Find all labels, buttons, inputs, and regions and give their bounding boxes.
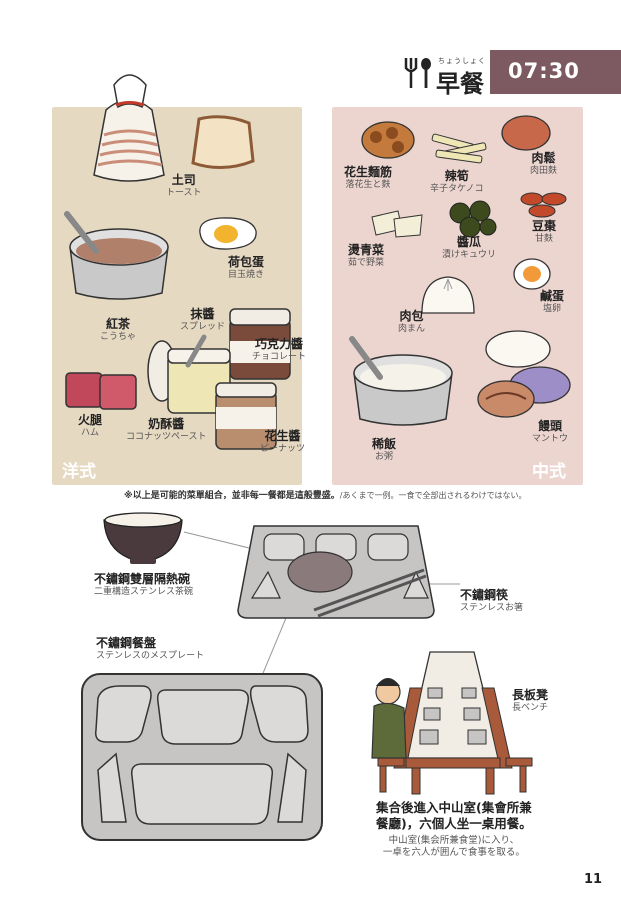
item-mantou: 饅頭 マントウ: [532, 419, 569, 444]
item-sweet-gluten: 豆棗 甘麩: [532, 219, 557, 244]
item-black-tea: 紅茶 こうちゃ: [100, 317, 137, 342]
toast-illustration: [191, 115, 255, 169]
large-tray-illustration: [81, 673, 323, 841]
label-steel-chopsticks: 不鏽鋼筷 ステンレスお箸: [460, 588, 524, 613]
meat-floss-illustration: [501, 115, 551, 151]
label-long-bench: 長板凳 長ベンチ: [512, 688, 549, 713]
header-title: 早餐: [436, 70, 484, 98]
item-peanut: 花生醬 ピーナッツ: [260, 429, 306, 454]
spicy-bamboo-illustration: [431, 133, 487, 164]
bread-loaf-illustration: [93, 74, 165, 182]
item-toast: 土司 トースト: [166, 173, 202, 198]
congee-pot-illustration: [349, 336, 453, 426]
menu-note-zh: ※以上是可能的菜單組合，並非每一餐都是這般豐盛。: [124, 491, 340, 501]
sweet-gluten-illustration: [520, 192, 567, 218]
peanut-jar-illustration: [215, 382, 277, 450]
time-bar: 07:30: [490, 50, 621, 94]
western-label: 洋式: [62, 462, 96, 482]
item-blanched-greens: 燙青菜 茹で野菜: [348, 243, 385, 268]
chinese-label: 中式: [532, 462, 566, 482]
fried-egg-illustration: [199, 217, 257, 250]
western-panel: 土司 トースト 荷包蛋 目玉焼き 紅茶 こうちゃ 抹醬 スプレッド 巧克力醬 チ…: [52, 74, 306, 485]
item-spicy-bamboo: 辣筍 辛子タケノコ: [430, 169, 484, 194]
item-fried-egg: 荷包蛋 目玉焼き: [228, 255, 265, 280]
item-chocolate: 巧克力醬 チョコレート: [252, 337, 307, 362]
item-coconut: 奶酥醬 ココナッツペースト: [126, 417, 207, 442]
fork-icon: [404, 56, 418, 92]
label-steel-tray: 不鏽鋼餐盤 ステンレスのメスプレート: [96, 636, 205, 661]
chocolate-jar-illustration: [229, 308, 291, 380]
dining-caption: 集合後進入中山室(集會所兼 餐廳)，六個人坐一桌用餐。 中山室(集会所兼食堂)に…: [376, 800, 532, 859]
chinese-panel: 肉鬆 肉田麩 花生麵筋 落花生と麩 辣筍 辛子タケノコ 豆棗 甘麩 燙青菜 茹で…: [332, 107, 583, 485]
tea-pot-illustration: [64, 211, 169, 300]
meat-bun-illustration: [421, 276, 475, 314]
item-ham: 火腿 ハム: [78, 413, 103, 438]
steel-bowl-illustration: [103, 512, 183, 564]
item-spread: 抹醬 スプレッド: [180, 307, 226, 332]
item-salted-egg: 鹹蛋 塩卵: [540, 289, 565, 314]
header-ruby: ちょうしょく: [438, 57, 486, 65]
label-steel-bowl: 不鏽鋼雙層隔熱碗 二重構造ステンレス茶碗: [94, 572, 194, 597]
salted-egg-illustration: [513, 258, 551, 290]
peanut-gluten-illustration: [361, 121, 415, 159]
item-congee: 稀飯 お粥: [372, 437, 397, 462]
small-tray-illustration: [237, 525, 435, 619]
time-label: 07:30: [508, 59, 580, 83]
menu-note: ※以上是可能的菜單組合，並非每一餐都是這般豐盛。/あくまで一例。一食で全部出され…: [124, 488, 526, 501]
item-meat-floss: 肉鬆 肉田麩: [530, 151, 558, 176]
coconut-jar-illustration: [147, 334, 231, 414]
mantou-illustration: [477, 330, 571, 418]
item-meat-bun: 肉包 肉まん: [398, 309, 426, 334]
page-number: 11: [584, 872, 603, 887]
item-pickled-cucumber: 醬瓜 漬けキュウリ: [442, 235, 497, 260]
spoon-icon: [420, 58, 432, 92]
dining-table-illustration: [371, 651, 533, 795]
header: ちょうしょく 早餐 07:30: [0, 0, 621, 100]
menu-note-jp: /あくまで一例。一食で全部出されるわけではない。: [339, 491, 527, 500]
blanched-greens-illustration: [371, 210, 423, 238]
item-peanut-gluten: 花生麵筋 落花生と麩: [344, 165, 393, 190]
pickled-cucumber-illustration: [449, 200, 497, 238]
ham-illustration: [65, 372, 137, 410]
